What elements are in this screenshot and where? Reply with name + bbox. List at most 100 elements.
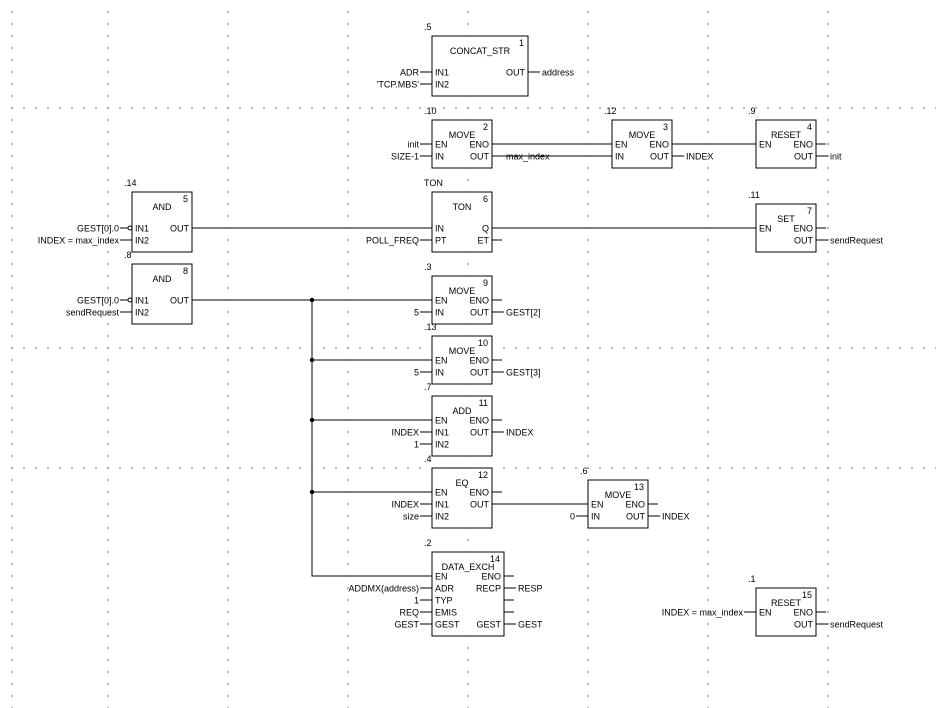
grid-dot: [23, 107, 25, 109]
grid-dot: [467, 671, 469, 673]
pin-label: Q: [482, 224, 489, 234]
grid-dot: [707, 431, 709, 433]
grid-dot: [275, 467, 277, 469]
pin-label: OUT: [470, 368, 490, 378]
block-title: AND: [152, 202, 172, 212]
grid-dot: [587, 395, 589, 397]
grid-dot: [587, 659, 589, 661]
grid-dot: [755, 467, 757, 469]
grid-dot: [347, 11, 349, 13]
junction-dot: [309, 417, 315, 423]
grid-dot: [11, 671, 13, 673]
grid-dot: [11, 371, 13, 373]
grid-dot: [527, 107, 529, 109]
pin-label: IN: [435, 224, 444, 234]
grid-dot: [707, 275, 709, 277]
grid-dot: [827, 323, 829, 325]
grid-dot: [11, 599, 13, 601]
exec-order: .14: [124, 178, 137, 188]
grid-dot: [395, 467, 397, 469]
pin-label: ENO: [469, 356, 489, 366]
pin-label: EN: [759, 140, 772, 150]
grid-dot: [107, 11, 109, 13]
pin-label: EN: [615, 140, 628, 150]
grid-dot: [179, 107, 181, 109]
pin-label: ADR: [435, 584, 455, 594]
block-body[interactable]: [431, 335, 493, 385]
grid-dot: [227, 95, 229, 97]
grid-dot: [107, 527, 109, 529]
grid-dot: [239, 347, 241, 349]
block-body[interactable]: [755, 203, 817, 253]
grid-dot: [587, 455, 589, 457]
grid-dot: [815, 107, 817, 109]
grid-dot: [107, 155, 109, 157]
pin-label: IN2: [435, 80, 449, 90]
input-variable: 1: [414, 440, 419, 450]
block-body[interactable]: [431, 119, 493, 169]
grid-dot: [587, 311, 589, 313]
grid-dot: [827, 287, 829, 289]
output-variable: sendRequest: [830, 620, 884, 630]
block-body[interactable]: [431, 35, 529, 97]
grid-dot: [11, 635, 13, 637]
grid-dot: [587, 335, 589, 337]
block-body[interactable]: [431, 191, 493, 253]
grid-dot: [11, 167, 13, 169]
grid-dot: [839, 347, 841, 349]
grid-dot: [827, 587, 829, 589]
block-body[interactable]: [431, 467, 493, 529]
grid-dot: [107, 383, 109, 385]
block-body[interactable]: [431, 395, 493, 457]
grid-dot: [251, 107, 253, 109]
pin-label: GEST: [476, 620, 501, 630]
grid-dot: [359, 107, 361, 109]
grid-dot: [743, 347, 745, 349]
grid-dot: [587, 695, 589, 697]
grid-dot: [107, 455, 109, 457]
grid-dot: [779, 347, 781, 349]
block-body[interactable]: [587, 479, 649, 529]
block-body[interactable]: [755, 119, 817, 169]
grid-dot: [587, 647, 589, 649]
input-variable: ADR: [400, 68, 420, 78]
grid-dot: [227, 491, 229, 493]
grid-dot: [719, 107, 721, 109]
block-dx14[interactable]: .214DATA_EXCHENADRADDMX(address)TYP1EMIS…: [348, 538, 543, 637]
grid-dot: [659, 467, 661, 469]
pin-label: EN: [435, 296, 448, 306]
pin-label: ENO: [793, 224, 813, 234]
grid-dot: [167, 347, 169, 349]
grid-dot: [755, 347, 757, 349]
grid-dot: [227, 551, 229, 553]
block-body[interactable]: [131, 263, 193, 325]
grid-dot: [707, 335, 709, 337]
grid-dot: [587, 383, 589, 385]
grid-dot: [323, 467, 325, 469]
grid-dot: [227, 503, 229, 505]
block-body[interactable]: [431, 551, 505, 637]
grid-dot: [227, 443, 229, 445]
grid-dot: [347, 23, 349, 25]
block-body[interactable]: [131, 191, 193, 253]
grid-dot: [11, 491, 13, 493]
grid-dot: [827, 311, 829, 313]
grid-dot: [11, 287, 13, 289]
grid-dot: [107, 587, 109, 589]
grid-dot: [587, 323, 589, 325]
